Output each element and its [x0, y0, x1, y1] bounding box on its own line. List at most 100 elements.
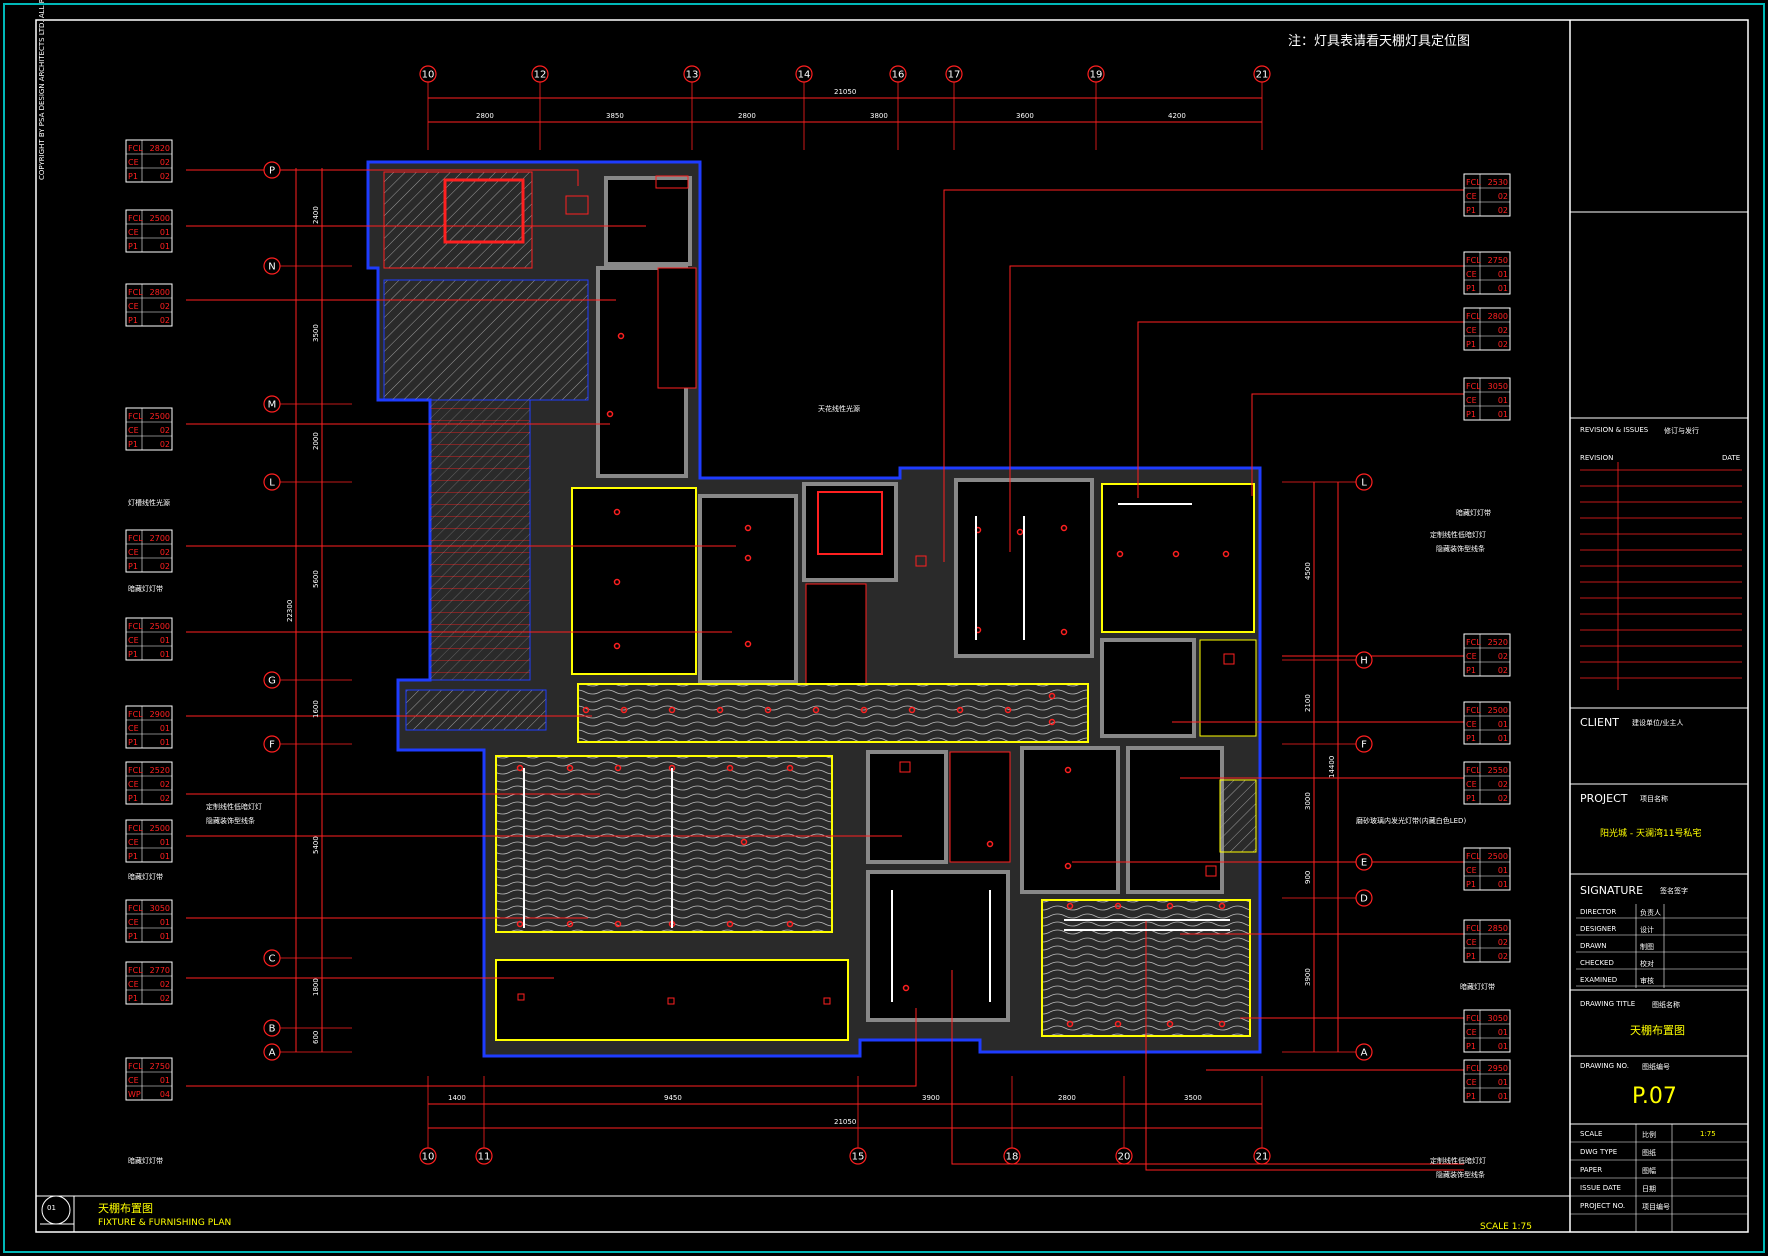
svg-text:FCL: FCL [128, 534, 143, 543]
svg-text:FCL: FCL [128, 214, 143, 223]
drawing-no-cn: 图纸编号 [1642, 1063, 1670, 1071]
grid-bubble-right-F: F [1355, 735, 1373, 753]
grid-bubble-bottom-21: 21 [1253, 1147, 1271, 1165]
svg-text:P1: P1 [1466, 1042, 1476, 1051]
svg-text:CE: CE [128, 302, 139, 311]
svg-text:02: 02 [160, 302, 170, 311]
svg-text:FCL: FCL [128, 412, 143, 421]
svg-text:02: 02 [1498, 326, 1508, 335]
info-row-3-0: ISSUE DATE [1580, 1184, 1621, 1192]
svg-text:2500: 2500 [150, 824, 170, 833]
svg-text:FCL: FCL [128, 966, 143, 975]
grid-bubble-bottom-10: 10 [419, 1147, 437, 1165]
grid-bubble-bottom-15: 15 [849, 1147, 867, 1165]
svg-text:01: 01 [160, 650, 170, 659]
info-row-4-0: PROJECT NO. [1580, 1202, 1626, 1210]
grid-bubble-bottom-20: 20 [1115, 1147, 1133, 1165]
svg-text:P1: P1 [128, 852, 138, 861]
svg-text:01: 01 [1498, 734, 1508, 743]
grid-bubble-bottom-18: 18 [1003, 1147, 1021, 1165]
svg-text:P1: P1 [1466, 410, 1476, 419]
note-right-5a: 定制线性低暗灯灯 [1430, 1157, 1486, 1165]
svg-text:CE: CE [128, 158, 139, 167]
svg-text:P1: P1 [1466, 952, 1476, 961]
svg-text:01: 01 [1498, 880, 1508, 889]
dim-right-seg-3: 900 [1304, 870, 1312, 884]
svg-text:12: 12 [534, 70, 547, 81]
dim-right-total: 14400 [1328, 755, 1336, 778]
dim-bottom-seg-4: 3500 [1184, 1094, 1202, 1102]
sig-row-cn-0: 负责人 [1640, 909, 1661, 917]
svg-text:CE: CE [1466, 720, 1477, 729]
svg-text:CE: CE [128, 548, 139, 557]
svg-text:FCL: FCL [128, 288, 143, 297]
date-label: DATE [1722, 454, 1741, 462]
svg-text:02: 02 [160, 780, 170, 789]
note-right-4: 暗藏灯灯带 [1460, 983, 1495, 991]
dim-top-seg-1: 3850 [606, 112, 624, 120]
grid-bubble-right-D: D [1355, 889, 1373, 907]
grid-bubble-left-N: N [263, 257, 281, 275]
svg-text:FCL: FCL [1466, 924, 1481, 933]
grid-bubble-top-17: 17 [945, 65, 963, 83]
svg-text:02: 02 [1498, 952, 1508, 961]
revision-issues-cn: 修订与发行 [1664, 427, 1699, 435]
svg-text:P1: P1 [1466, 284, 1476, 293]
svg-text:01: 01 [160, 724, 170, 733]
svg-text:02: 02 [160, 158, 170, 167]
grid-bubble-left-F: F [263, 735, 281, 753]
svg-text:FCL: FCL [1466, 1064, 1481, 1073]
signature-cn: 签名签字 [1660, 887, 1688, 895]
project-name: 阳光城 - 天澜湾11号私宅 [1600, 829, 1702, 839]
dim-left-seg-1: 3500 [312, 324, 320, 342]
svg-text:FCL: FCL [1466, 1014, 1481, 1023]
svg-text:3050: 3050 [1488, 382, 1508, 391]
info-row-1-1: 图纸 [1642, 1149, 1656, 1157]
svg-text:CE: CE [128, 228, 139, 237]
dim-bottom-seg-2: 3900 [922, 1094, 940, 1102]
svg-text:01: 01 [1498, 270, 1508, 279]
note-right-1: 暗藏灯灯带 [1456, 509, 1491, 517]
info-row-0-1: 比例 [1642, 1131, 1656, 1139]
svg-text:P1: P1 [1466, 734, 1476, 743]
svg-text:C: C [269, 954, 276, 965]
svg-text:CE: CE [128, 838, 139, 847]
svg-text:01: 01 [1498, 720, 1508, 729]
svg-text:2750: 2750 [1488, 256, 1508, 265]
footer-title-en: FIXTURE & FURNISHING PLAN [98, 1218, 232, 1228]
dim-left-seg-3: 5600 [312, 570, 320, 588]
svg-text:2900: 2900 [150, 710, 170, 719]
sig-row-cn-2: 制图 [1640, 943, 1654, 951]
svg-text:D: D [1360, 894, 1368, 905]
svg-text:FCL: FCL [128, 144, 143, 153]
svg-text:P1: P1 [1466, 666, 1476, 675]
sig-row-en-0: DIRECTOR [1580, 908, 1617, 916]
svg-text:2500: 2500 [150, 214, 170, 223]
drawing-note: 注：灯具表请看天棚灯具定位图 [1288, 34, 1471, 49]
svg-text:02: 02 [1498, 206, 1508, 215]
svg-text:CE: CE [1466, 652, 1477, 661]
svg-text:20: 20 [1118, 1152, 1131, 1163]
inner-border [35, 19, 1749, 1233]
dim-left-seg-4: 1600 [312, 700, 320, 718]
svg-text:2520: 2520 [150, 766, 170, 775]
svg-text:3050: 3050 [150, 904, 170, 913]
svg-text:2700: 2700 [150, 534, 170, 543]
svg-text:CE: CE [128, 724, 139, 733]
dim-bottom-seg-1: 9450 [664, 1094, 682, 1102]
grid-bubble-right-E: E [1355, 853, 1373, 871]
svg-text:16: 16 [892, 70, 905, 81]
svg-text:P1: P1 [1466, 206, 1476, 215]
svg-text:01: 01 [160, 228, 170, 237]
